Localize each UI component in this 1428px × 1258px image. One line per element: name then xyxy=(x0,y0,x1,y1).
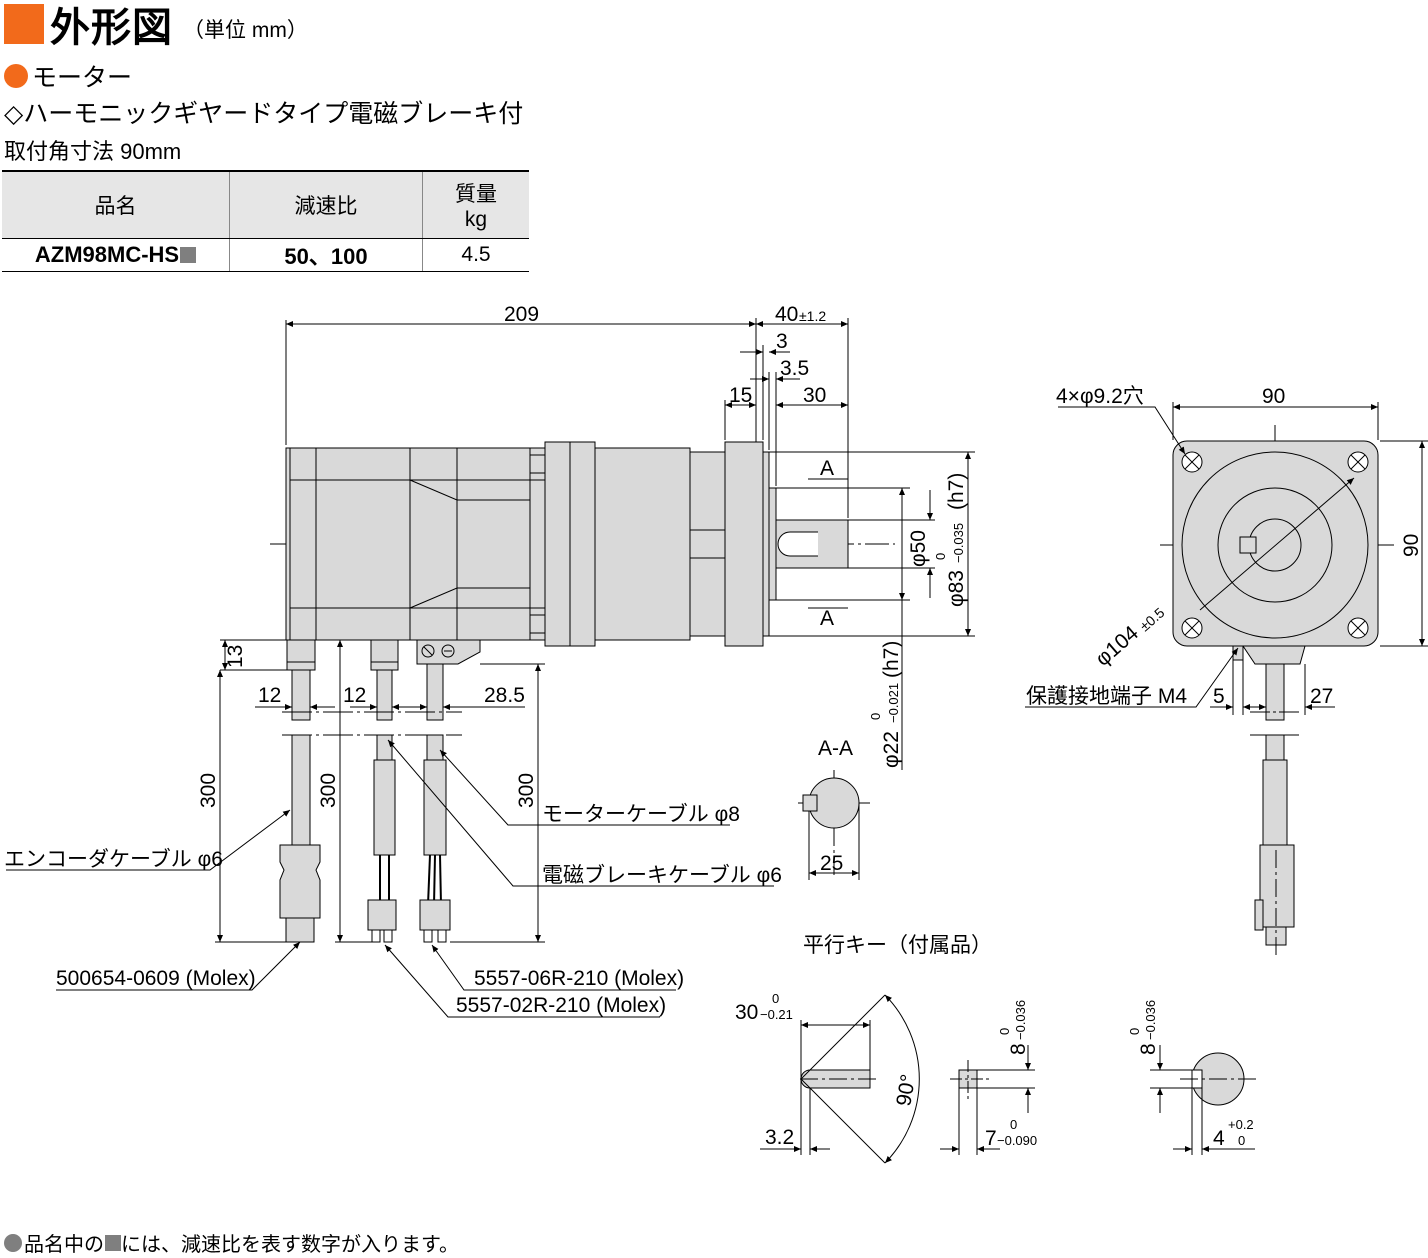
dim-cable-300-brake: 300 xyxy=(515,773,538,808)
dim-30: 30 xyxy=(803,384,826,407)
col-mass: 質量 kg xyxy=(422,170,529,239)
key-title: 平行キー（付属品） xyxy=(803,934,992,957)
key-offset: 3.2 xyxy=(765,1126,794,1149)
dim-phi22: φ22 xyxy=(880,731,903,768)
dim-phi83-tol-lower: −0.035 xyxy=(951,523,966,563)
key-length-tol-lower: −0.21 xyxy=(760,1007,793,1022)
key-width-tol-lower: −0.090 xyxy=(997,1133,1037,1148)
category-label: モーター xyxy=(32,64,133,92)
key-width: 7 xyxy=(985,1127,997,1150)
label-encoder-cable: エンコーダケーブル φ6 xyxy=(4,848,223,871)
dim-cable-300-encoder: 300 xyxy=(197,773,220,808)
dim-shaft-length-tol: ±1.2 xyxy=(799,308,826,324)
dim-phi22-tol-upper: 0 xyxy=(868,713,883,720)
key-height: 8 xyxy=(1007,1043,1030,1055)
motor-side-view xyxy=(270,441,895,943)
dim-phi50: φ50 xyxy=(907,530,930,567)
side-view-dimensions xyxy=(6,318,975,1018)
dim-28-5: 28.5 xyxy=(484,684,525,707)
dim-phi104-tol: ±0.5 xyxy=(1136,604,1167,634)
label-ground-terminal: 保護接地端子 M4 xyxy=(1026,685,1187,708)
front-view-dimensions xyxy=(1025,402,1428,715)
footnote: 品名中の には、減速比を表す数字が入ります。 xyxy=(4,1228,459,1257)
dim-cable-300-motor: 300 xyxy=(317,773,340,808)
cell-mass: 4.5 xyxy=(422,238,529,272)
motor-front-view xyxy=(1160,425,1395,955)
dim-12-motor: 12 xyxy=(343,684,366,707)
dim-phi83-fit: (h7) xyxy=(945,473,968,510)
keyway-height-tol-upper: 0 xyxy=(1127,1028,1142,1035)
dim-phi22-fit: (h7) xyxy=(880,641,903,678)
orange-square-icon xyxy=(4,4,44,44)
key-angle: 90° xyxy=(892,1073,920,1108)
mount-label: 取付角寸法 90mm xyxy=(4,139,182,164)
section-a-a xyxy=(798,770,870,880)
page-title: 外形図 xyxy=(50,6,173,50)
gray-dot-icon xyxy=(4,1233,22,1252)
dim-13: 13 xyxy=(224,645,247,668)
keyway-depth-tol-upper: +0.2 xyxy=(1228,1117,1254,1132)
section-mark-a-bottom: A xyxy=(820,607,834,630)
label-motor-cable: モーターケーブル φ8 xyxy=(542,803,740,826)
key-width-tol-upper: 0 xyxy=(1010,1117,1017,1132)
unit-label: （単位 mm） xyxy=(183,19,308,42)
dim-3-5: 3.5 xyxy=(780,357,809,380)
col-mass-label: 質量 xyxy=(455,183,497,206)
cell-ratio: 50、100 xyxy=(229,238,423,272)
cell-model: AZM98MC-HS xyxy=(2,238,230,272)
label-connector-encoder: 500654-0609 (Molex) xyxy=(56,967,256,990)
dim-flange-width: 90 xyxy=(1262,385,1285,408)
section-mark-a-top: A xyxy=(820,457,834,480)
parallel-key xyxy=(760,994,1260,1164)
keyway-height: 8 xyxy=(1137,1043,1160,1055)
dim-12-encoder: 12 xyxy=(258,684,281,707)
key-height-tol-lower: −0.036 xyxy=(1013,1000,1028,1040)
dim-total-length: 209 xyxy=(504,303,539,326)
col-ratio: 減速比 xyxy=(229,170,423,239)
footnote-suffix: には、減速比を表す数字が入ります。 xyxy=(121,1234,459,1256)
dim-5: 5 xyxy=(1213,685,1225,708)
keyway-depth: 4 xyxy=(1213,1127,1225,1150)
dim-phi83-tol-upper: 0 xyxy=(933,553,948,560)
category-line: モーター xyxy=(4,58,132,94)
key-height-tol-upper: 0 xyxy=(997,1028,1012,1035)
placeholder-square-icon xyxy=(180,247,197,263)
dim-flange-height: 90 xyxy=(1400,534,1423,557)
placeholder-square-icon xyxy=(105,1234,121,1251)
table-row: AZM98MC-HS 50、100 4.5 xyxy=(2,238,529,272)
spec-table: 品名 減速比 質量 kg AZM98MC-HS 50、100 4.5 xyxy=(2,170,529,272)
type-label: ◇ハーモニックギヤードタイプ電磁ブレーキ付 xyxy=(4,100,524,128)
spec-table-header: 品名 減速比 質量 kg xyxy=(2,170,529,239)
dim-phi83: φ83 xyxy=(945,570,968,607)
dim-phi104: φ104 xyxy=(1091,621,1143,670)
col-mass-unit: kg xyxy=(464,208,488,231)
key-length-tol-upper: 0 xyxy=(772,991,779,1006)
keyway-depth-tol-lower: 0 xyxy=(1238,1133,1245,1148)
dim-15: 15 xyxy=(729,384,752,407)
section-title: A-A xyxy=(818,737,853,760)
col-model: 品名 xyxy=(2,170,230,239)
footnote-prefix: 品名中の xyxy=(24,1234,104,1256)
keyway-height-tol-lower: −0.036 xyxy=(1143,1000,1158,1040)
dim-shaft-length: 40 xyxy=(775,303,798,326)
dim-holes: 4×φ9.2穴 xyxy=(1056,385,1144,408)
label-brake-cable: 電磁ブレーキケーブル φ6 xyxy=(542,864,782,887)
dim-25: 25 xyxy=(820,852,843,875)
dim-3: 3 xyxy=(776,330,788,353)
orange-dot-icon xyxy=(4,64,28,88)
dim-27: 27 xyxy=(1310,685,1333,708)
section-header: 外形図 （単位 mm） xyxy=(4,2,308,50)
model-name: AZM98MC-HS xyxy=(34,242,180,267)
label-connector-motor: 5557-06R-210 (Molex) xyxy=(474,967,684,990)
key-length: 30 xyxy=(735,1001,758,1024)
dim-phi22-tol-lower: −0.021 xyxy=(886,683,901,723)
label-connector-brake: 5557-02R-210 (Molex) xyxy=(456,994,666,1017)
